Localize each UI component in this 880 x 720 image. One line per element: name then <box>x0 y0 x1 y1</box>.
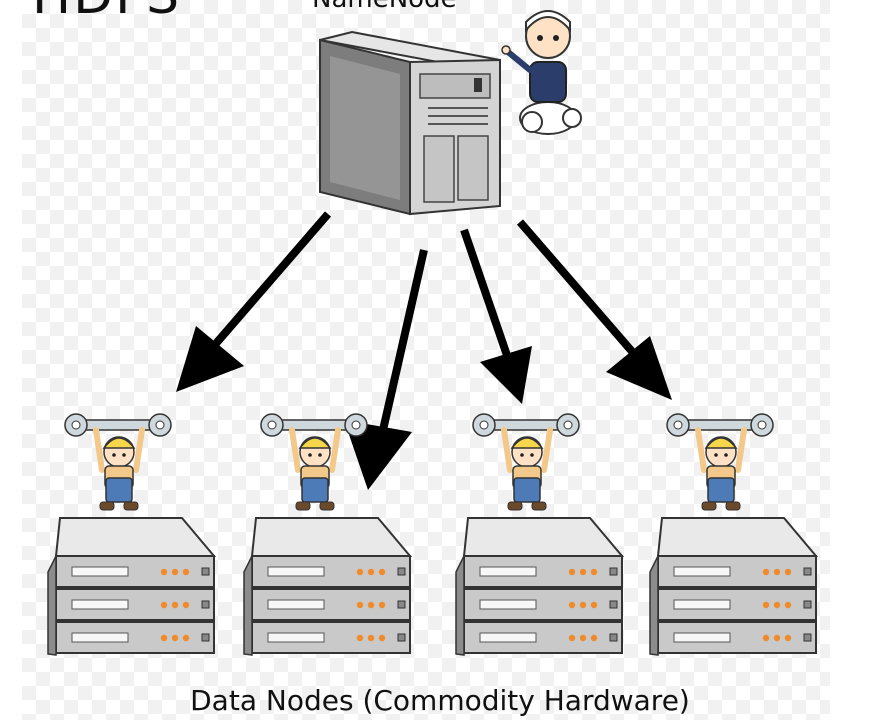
datanode-4 <box>649 413 819 656</box>
worker-icon <box>260 413 368 511</box>
wrench-icon <box>666 413 774 437</box>
datanodes-label: Data Nodes (Commodity Hardware) <box>190 684 690 717</box>
wrench-icon <box>64 413 172 437</box>
wrench-icon <box>260 413 368 437</box>
arrow-to-datanode-3 <box>460 228 532 404</box>
wrench-icon <box>472 413 580 437</box>
worker-icon <box>64 413 172 511</box>
arrow-to-datanode-1 <box>176 211 332 392</box>
worker-icon <box>472 413 580 511</box>
worker-icon <box>666 413 774 511</box>
rack-server-icon <box>455 517 625 656</box>
arrow-to-datanode-4 <box>516 219 672 400</box>
diagram-title: HDFS <box>32 0 181 26</box>
police-officer-icon <box>501 10 582 135</box>
datanode-2 <box>243 413 413 656</box>
arrows <box>176 211 672 490</box>
datanode-3 <box>455 413 625 656</box>
rack-server-icon <box>47 517 217 656</box>
rack-server-icon <box>243 517 413 656</box>
datanode-1 <box>47 413 217 656</box>
datanodes <box>47 413 819 656</box>
namenode-label: NameNode <box>312 0 457 14</box>
arrow-to-datanode-2 <box>344 249 428 490</box>
namenode-server <box>319 30 501 216</box>
rack-server-icon <box>649 517 819 656</box>
tower-server-icon <box>319 30 501 216</box>
